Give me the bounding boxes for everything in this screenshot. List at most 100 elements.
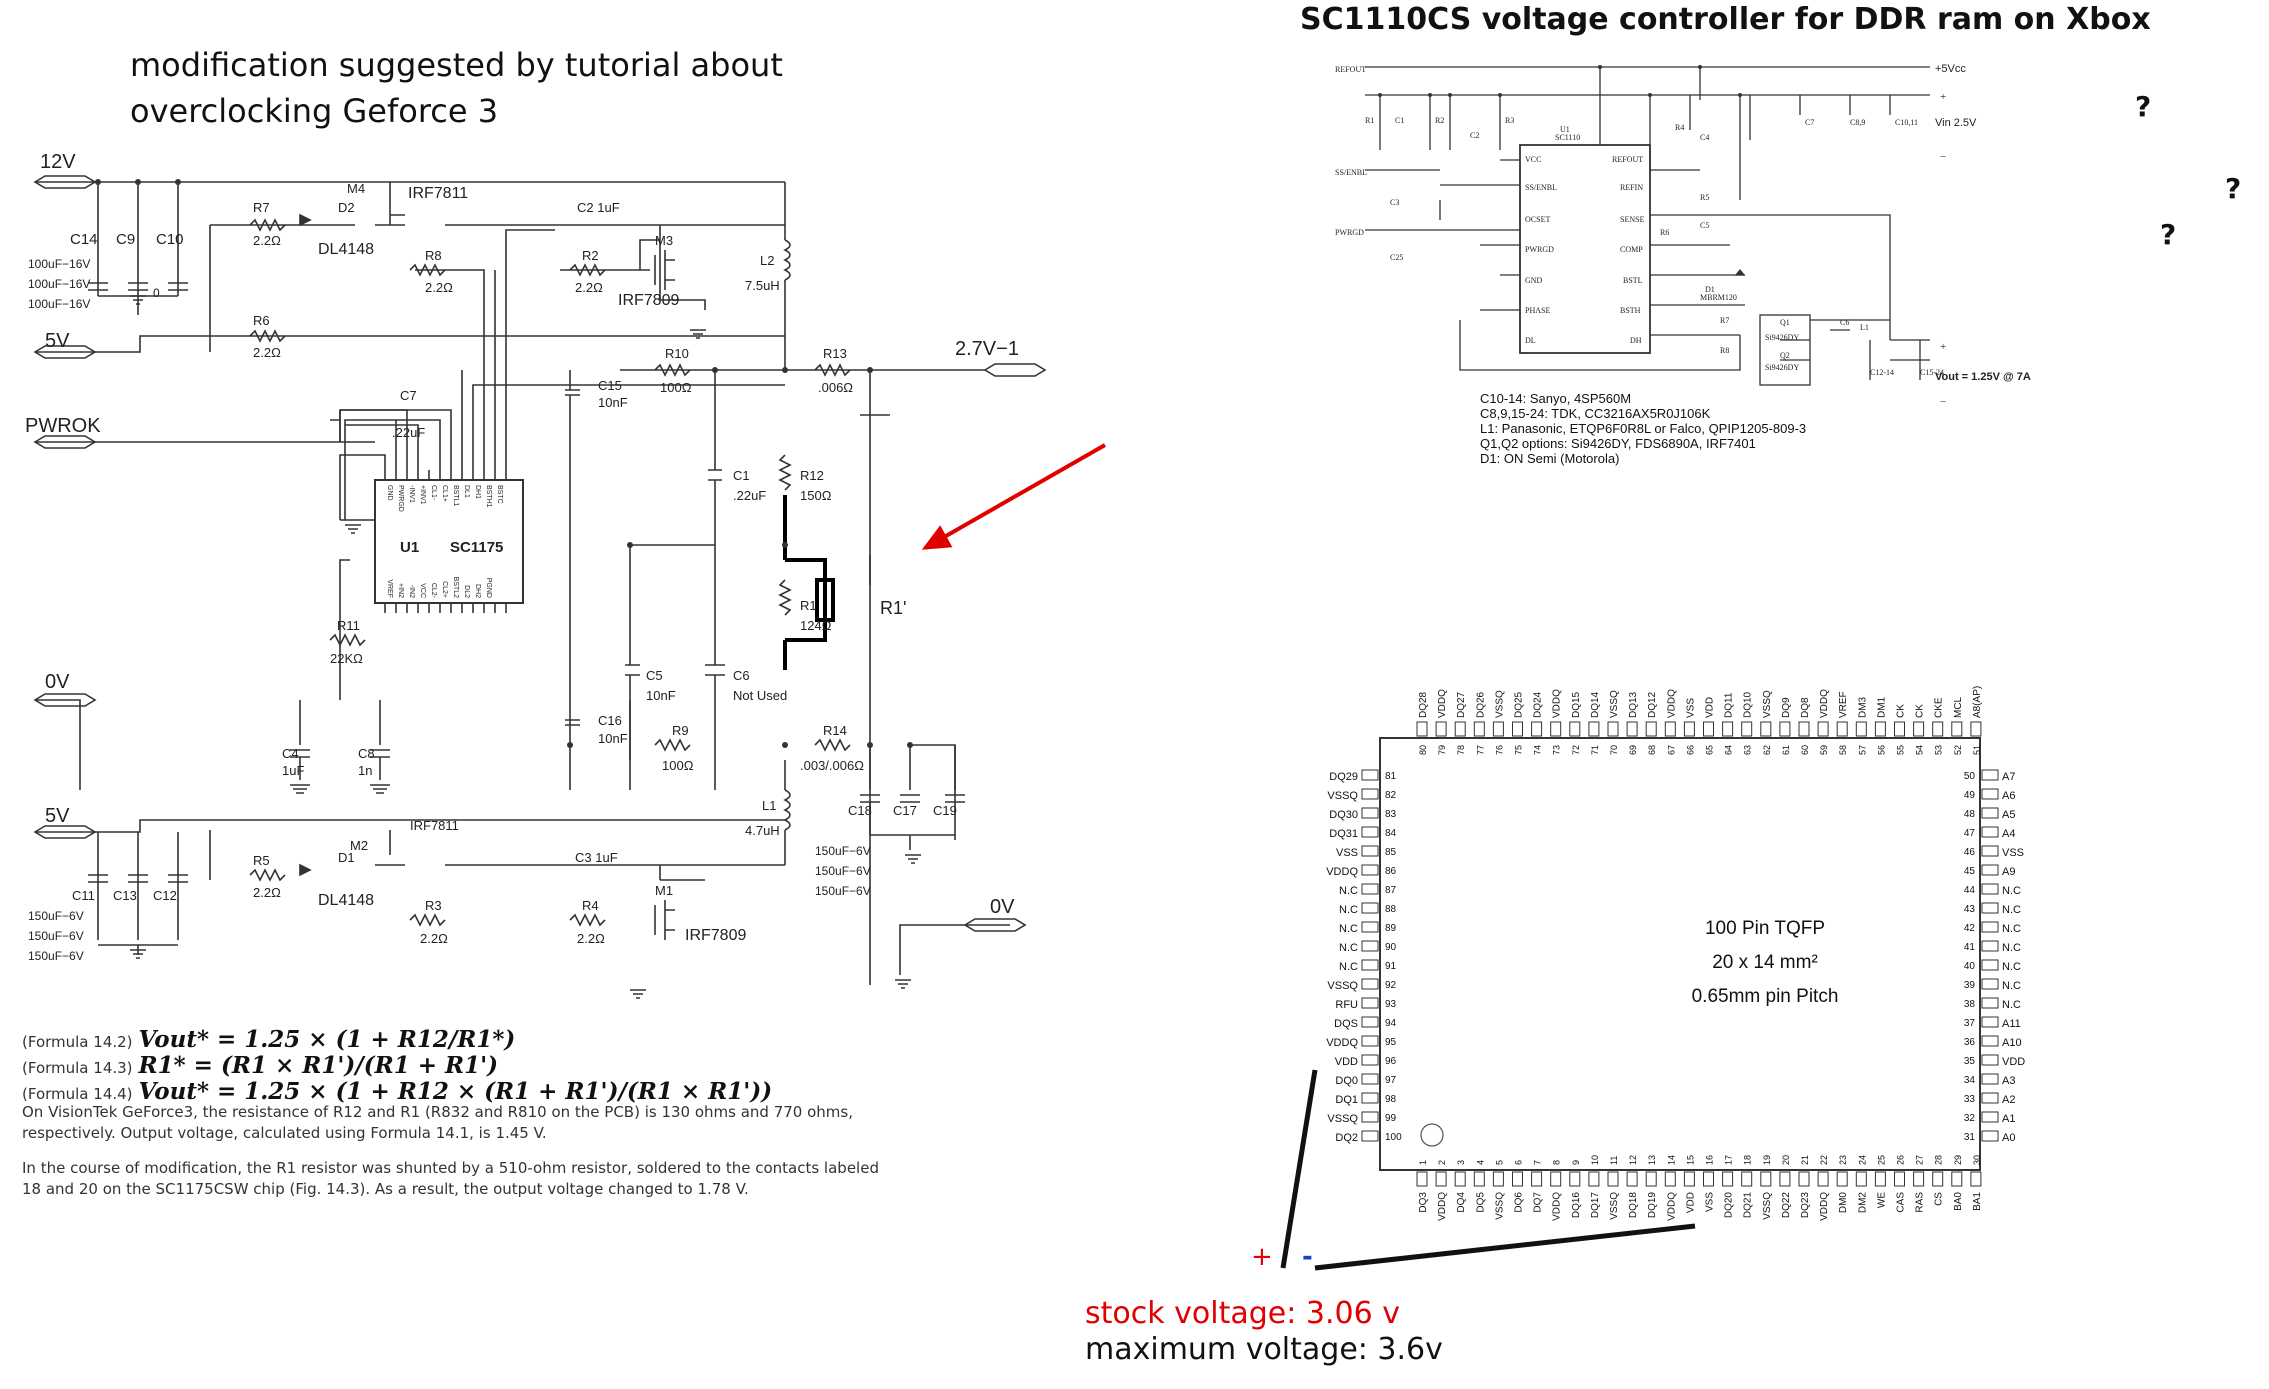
tqfp-pin-label: DQS [1334,1018,1358,1030]
tqfp-pin-label: WE [1876,1192,1887,1208]
tqfp-pin-label: N.C [1339,961,1358,973]
tqfp-pin-number: 93 [1385,999,1397,1010]
tqfp-pin-number: 13 [1647,1155,1657,1165]
tqfp-pin-pad [1722,721,1734,737]
label-c4: C4 [282,746,299,761]
tqfp-pin-label: A6 [2002,790,2015,802]
label-irf7809-top: IRF7809 [618,292,679,309]
tqfp-pin-label: N.C [1339,885,1358,897]
pin1-marker [1420,1123,1444,1147]
tqfp-pin-number: 28 [1934,1155,1944,1165]
tqfp-pin-number: 99 [1385,1113,1397,1124]
label-r7: R7 [253,200,270,215]
probe-plus-label: + [1251,1242,1273,1272]
label-c14: C14 [70,231,98,248]
rail-5v-bottom-line [35,819,785,833]
r2-resistor [569,263,606,277]
tqfp-pin-pad [1798,721,1810,737]
connector-5v-bottom [33,825,97,839]
tqfp-pin-number: 33 [1964,1094,1976,1105]
r1-resistor [778,579,792,616]
label-r11v: 22KΩ [330,651,363,666]
tqfp-pin-number: 59 [1819,745,1829,755]
label-r12: R12 [800,468,824,483]
tqfp-pin-number: 25 [1876,1155,1886,1165]
label-r9: R9 [672,723,689,738]
right-schematic [1365,65,1930,386]
tqfp-pin-pad [1981,788,1999,800]
tqfp-pin-label: DQ13 [1628,691,1639,718]
stock-voltage-label: stock voltage: 3.06 v [1085,1296,1400,1331]
r-label-vin: Vin 2.5V [1935,117,1977,129]
probe-plus-line [1280,1069,1318,1269]
tqfp-pin-label: VSSQ [1494,1192,1505,1220]
tqfp-pin-label: VDDQ [1666,689,1677,718]
tqfp-pin-label: DQ17 [1590,1192,1601,1219]
label-cap-out-2: 150uF−6V [815,864,871,878]
tqfp-pin-number: 89 [1385,923,1397,934]
r-pin-bsth: BSTH [1620,306,1641,315]
tqfp-pin-number: 27 [1915,1155,1925,1165]
tqfp-pin-number: 38 [1964,999,1976,1010]
probe-lines [1280,1069,1696,1271]
tqfp-pin-label: VSSQ [1327,790,1358,802]
tqfp-pin-label: DQ4 [1456,1192,1467,1213]
tqfp-pin-pad [1817,721,1829,737]
tqfp-pin-pad [1932,721,1944,737]
tqfp-pin-number: 96 [1385,1056,1397,1067]
label-r7v: 2.2Ω [253,233,281,248]
tqfp-pin-number: 71 [1590,745,1600,755]
r-label-r1: R1 [1365,116,1374,125]
tqfp-pin-label: DQ9 [1781,697,1792,718]
tqfp-pin-pad [1664,1171,1676,1187]
tqfp-pin-label: DQ0 [1335,1075,1358,1087]
tqfp-pin-label: VSSQ [1609,1192,1620,1220]
r-label-c3: C3 [1390,198,1399,207]
tqfp-pin-pad [1361,769,1379,781]
sc1175-top-pin-label: DL1 [463,485,470,498]
tqfp-pin-label: DQ29 [1329,771,1358,783]
tqfp-pin-pad [1981,769,1999,781]
sc1175-top-pin-label: BSTH1 [485,485,492,508]
formula-label: (Formula 14.4) [22,1085,133,1103]
tqfp-desc-line: 0.65mm pin Pitch [1691,986,1839,1007]
label-c16v: 10nF [598,731,628,746]
red-arrow [921,443,1106,550]
label-c12: C12 [153,888,177,903]
label-m3: M3 [655,233,673,248]
label-r3: R3 [425,898,442,913]
question-mark: ? [2135,90,2152,123]
label-cap-12v-1: 100uF−16V [28,257,90,271]
label-r6: R6 [253,313,270,328]
tqfp-pin-number: 75 [1514,745,1524,755]
tqfp-pin-pad [1874,721,1886,737]
tqfp-pin-number: 92 [1385,980,1397,991]
sc1175-bottom-pin-label: DL2 [463,585,470,598]
label-c11: C11 [72,888,95,903]
tqfp-pin-pad [1361,883,1379,895]
formula-label: (Formula 14.3) [22,1059,133,1077]
label-r5: R5 [253,853,270,868]
label-c5v: 10nF [646,688,676,703]
tqfp-pin-number: 23 [1838,1155,1848,1165]
r-label-minus-2: − [1940,396,1946,408]
label-irf7811-top: IRF7811 [408,185,468,202]
tqfp-pin-label: VSS [1705,1192,1716,1212]
tqfp-pin-number: 79 [1437,745,1447,755]
tqfp-pin-number: 94 [1385,1018,1397,1029]
tqfp-pin-label: CS [1934,1192,1945,1206]
tqfp-pin-number: 21 [1800,1155,1810,1165]
tqfp-pin-number: 61 [1781,745,1791,755]
r-label-r5: R5 [1700,193,1709,202]
tqfp-pin-label: N.C [1339,904,1358,916]
label-zero-1: 0 [153,286,160,300]
tqfp-pin-label: RAS [1915,1192,1926,1213]
tqfp-pin-pad [1454,721,1466,737]
tqfp-pin-number: 76 [1494,745,1504,755]
label-irf7811-bot: IRF7811 [410,818,459,833]
tqfp-pin-label: RFU [1335,999,1358,1011]
tqfp-pin-pad [1703,1171,1714,1187]
tqfp-pin-pad [1588,1171,1600,1187]
tqfp-pin-number: 77 [1475,745,1485,755]
label-r4: R4 [582,898,599,913]
